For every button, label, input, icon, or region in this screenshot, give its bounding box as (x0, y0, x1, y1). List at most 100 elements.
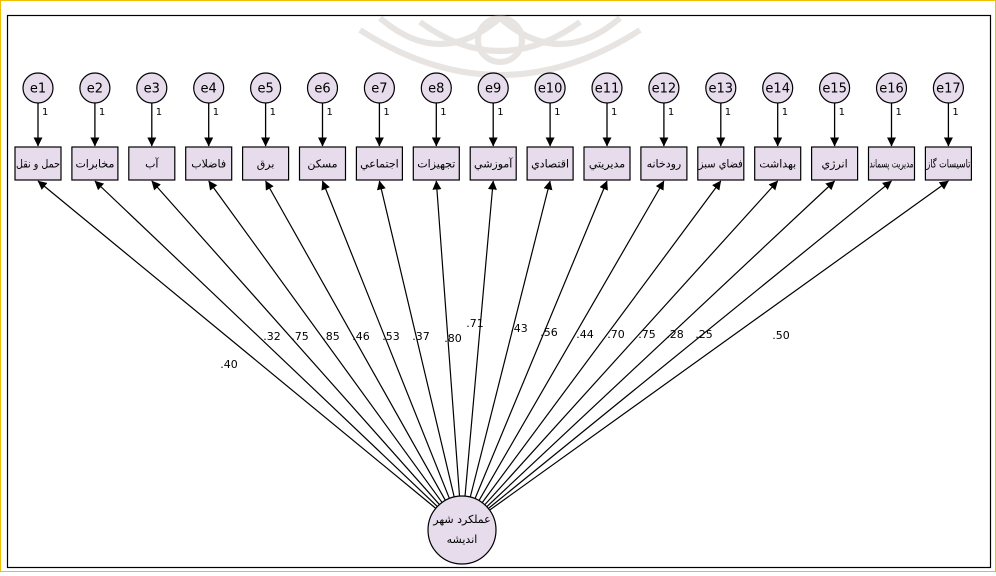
error-term-e12 (648, 72, 680, 104)
indicator-label-3: آب (145, 157, 159, 171)
indicator-box-1 (14, 146, 62, 181)
loading-value-7: .37 (412, 330, 430, 343)
error-path-weight-e9: 1 (497, 107, 503, 118)
error-label-e2: e2 (87, 82, 103, 97)
error-term-e8 (420, 72, 452, 104)
indicator-label-12: رودخانه (647, 158, 682, 171)
error-path-weight-e1: 1 (42, 107, 48, 118)
error-term-e9 (477, 72, 509, 104)
indicator-box-8 (412, 146, 460, 181)
error-path-weight-e5: 1 (270, 107, 276, 118)
loading-value-14: .75 (638, 328, 656, 341)
indicator-label-10: اقتصادي (531, 158, 569, 171)
error-label-e17: e17 (936, 82, 961, 97)
indicator-box-10 (526, 146, 574, 181)
loading-value-4: .85 (322, 330, 340, 343)
error-path-weight-e15: 1 (839, 107, 845, 118)
indicator-label-8: تجهيزات (417, 158, 455, 171)
error-term-e14 (762, 72, 794, 104)
loading-value-9: .71 (466, 317, 484, 330)
loading-value-2: .32 (263, 330, 281, 343)
diagram-border (6, 14, 992, 569)
error-term-e10 (534, 72, 566, 104)
loading-value-12: .44 (576, 328, 594, 341)
error-term-e16 (875, 72, 908, 104)
error-term-e1 (22, 72, 54, 104)
loading-path-9 (464, 180, 497, 497)
indicator-box-15 (810, 146, 859, 181)
error-label-e15: e15 (822, 82, 847, 97)
indicator-box-11 (583, 146, 631, 181)
loading-path-11 (474, 180, 608, 499)
loading-path-15 (486, 180, 836, 508)
error-path-weight-e4: 1 (213, 107, 219, 118)
error-path-weight-e16: 1 (896, 107, 902, 118)
loading-path-14 (484, 180, 779, 506)
indicator-box-2 (71, 146, 119, 181)
error-label-e8: e8 (428, 82, 444, 97)
latent-label-line2: اندیشه (447, 533, 478, 546)
error-term-e17 (932, 72, 965, 104)
loading-path-7 (376, 180, 455, 498)
error-label-e4: e4 (201, 82, 217, 97)
loading-path-8 (432, 180, 461, 497)
indicator-label-4: فاضلاب (191, 158, 226, 171)
loading-path-6 (321, 180, 450, 499)
loading-value-8: .80 (444, 332, 462, 345)
error-term-e2 (79, 72, 111, 104)
loading-value-11: .56 (540, 326, 558, 339)
error-path-weight-e12: 1 (668, 107, 674, 118)
latent-label-line1: عملکرد شهر (432, 513, 490, 526)
indicator-label-15: انرژي (822, 158, 848, 171)
loading-path-13 (481, 180, 722, 504)
error-label-e7: e7 (371, 82, 387, 97)
error-path-weight-e8: 1 (440, 107, 446, 118)
error-label-e16: e16 (879, 82, 904, 97)
error-term-e3 (136, 72, 168, 104)
error-term-e5 (250, 72, 282, 104)
error-term-e7 (363, 72, 395, 104)
error-term-e13 (705, 72, 737, 104)
indicator-box-3 (128, 146, 176, 181)
error-path-weight-e3: 1 (156, 107, 162, 118)
indicator-label-6: مسکن (307, 158, 337, 171)
error-label-e10: e10 (538, 82, 563, 97)
indicator-box-9 (469, 146, 517, 181)
error-path-weight-e6: 1 (327, 107, 333, 118)
loading-value-3: .75 (291, 330, 309, 343)
indicator-label-9: آموزشي (474, 157, 513, 171)
error-label-e12: e12 (652, 82, 677, 97)
loading-value-13: .70 (607, 328, 625, 341)
loading-value-17: .50 (772, 329, 790, 342)
loading-value-15: .28 (666, 328, 684, 341)
error-label-e11: e11 (595, 82, 620, 97)
error-label-e3: e3 (144, 82, 160, 97)
loading-path-2 (94, 180, 438, 507)
indicator-box-13 (697, 146, 745, 181)
loading-path-5 (265, 180, 446, 501)
indicator-label-13: فضاي سبز (698, 158, 743, 171)
loading-value-6: .53 (382, 330, 400, 343)
indicator-box-16 (867, 146, 916, 181)
loading-path-3 (151, 180, 440, 505)
indicator-label-5: برق (257, 158, 275, 171)
error-term-e11 (591, 72, 623, 104)
error-path-weight-e13: 1 (725, 107, 731, 118)
watermark-ornament (358, 14, 642, 78)
indicator-label-1: حمل و نقل (16, 158, 60, 171)
error-term-e4 (193, 72, 225, 104)
indicator-box-4 (185, 146, 233, 181)
error-term-e6 (306, 72, 339, 104)
loading-path-1 (37, 180, 437, 509)
indicator-label-16: مديريت پسماند (870, 158, 914, 171)
error-label-e13: e13 (709, 82, 734, 97)
error-term-e15 (818, 72, 851, 104)
error-label-e14: e14 (765, 82, 790, 97)
loading-path-4 (208, 180, 443, 503)
loading-path-10 (469, 180, 553, 498)
indicator-box-12 (640, 146, 688, 181)
error-path-weight-e7: 1 (383, 107, 389, 118)
indicator-label-17: تاسیسات گاز (926, 158, 971, 171)
